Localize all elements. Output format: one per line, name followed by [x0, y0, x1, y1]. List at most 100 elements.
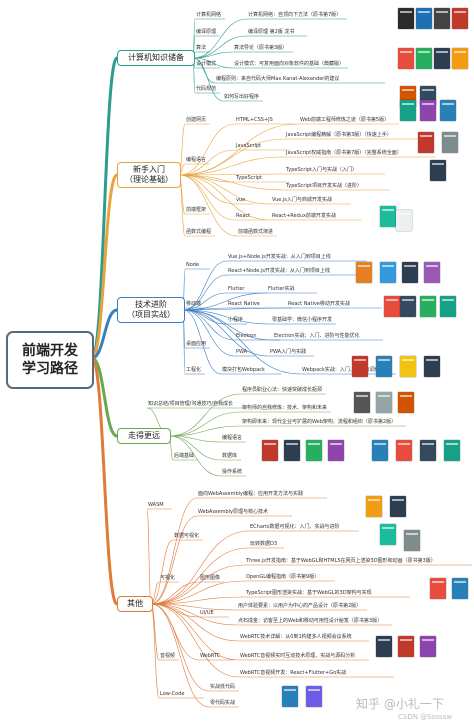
mindmap-node-label: 面向WebAssembly编程：应用开发方法与实践	[198, 491, 304, 497]
link	[178, 174, 236, 205]
book-cover-image	[442, 132, 458, 153]
book-cover-image	[380, 262, 396, 283]
mindmap-node-label: 小程序	[228, 317, 244, 323]
link	[150, 515, 198, 605]
book-cover-image	[354, 392, 370, 413]
book-cover-image	[390, 496, 406, 517]
book-cover-image	[380, 524, 396, 545]
mindmap-node-label: 模块打包Webpack	[222, 367, 265, 373]
branch-node: 走得更远	[117, 428, 171, 444]
mindmap-node-label: ECharts数据可视化：入门、实战与进阶	[250, 524, 340, 530]
link	[182, 274, 228, 311]
mindmap-node-label: 如何写出好程序	[224, 94, 260, 100]
book-cover-image	[262, 440, 278, 461]
mindmap-node-label: TypeScript入门与实战（入门）	[286, 167, 357, 173]
link	[178, 156, 286, 176]
mindmap-node-label: 算法导论（原书第3版）	[234, 45, 288, 51]
book-cover-image	[396, 210, 412, 231]
mindmap-node-label: 编程语言	[222, 435, 243, 441]
link	[150, 564, 246, 605]
book-cover-image	[396, 440, 412, 461]
book-cover-image	[420, 440, 436, 461]
link	[182, 292, 228, 311]
link	[150, 497, 198, 605]
link	[150, 603, 240, 642]
branch-node: 计算机知识储备	[117, 50, 195, 66]
mindmap-node-label: Low-Code	[160, 691, 185, 697]
mindmap-node-label: 数据可视化	[174, 533, 200, 539]
book-cover-image	[420, 100, 436, 121]
mindmap-node-label: 创建网页	[186, 117, 207, 123]
link	[150, 580, 246, 605]
link	[178, 174, 286, 191]
watermark-secondary: CSDN @Sssssw	[398, 713, 452, 721]
book-cover-image	[416, 8, 432, 29]
link	[168, 411, 242, 437]
book-cover-image	[398, 48, 414, 69]
mindmap-node-label: vue	[236, 197, 246, 203]
mindmap-node-label: 零基础学：微信小程序开发	[272, 317, 333, 323]
mindmap-node-label: 实战低代码	[210, 684, 236, 690]
mindmap-node-label: 操作系统	[222, 469, 243, 475]
mindmap-node-label: 数据库	[222, 453, 238, 459]
mindmap-node-label: 算法	[196, 45, 207, 51]
link	[150, 603, 238, 611]
book-cover-image	[420, 636, 436, 657]
mindmap-node-label: 后端基础	[174, 453, 195, 459]
mindmap-node-label: WebRTC技术详解：从0到1构建多人视频会议系统	[240, 634, 352, 640]
mindmap-node-label: PWA入门与实践	[270, 349, 307, 355]
link	[150, 603, 240, 661]
mindmap-node-label: React Native	[228, 301, 260, 307]
link	[150, 603, 238, 626]
mindmap-node-label: 图形图像	[200, 575, 221, 581]
link	[178, 173, 286, 176]
book-cover-image	[400, 296, 416, 317]
book-cover-image	[366, 496, 382, 517]
book-cover-image	[352, 356, 368, 377]
watermark: 知乎 @小礼一下	[356, 697, 444, 711]
book-cover-image	[380, 206, 396, 227]
link	[150, 603, 210, 708]
link	[182, 309, 236, 357]
book-cover-image	[306, 686, 322, 707]
link	[90, 356, 119, 606]
link	[182, 309, 272, 325]
book-cover-image	[306, 440, 322, 461]
mindmap-node-label: WebRTC	[200, 653, 221, 659]
book-cover-image	[444, 440, 460, 461]
link	[168, 435, 222, 477]
link	[91, 308, 118, 360]
book-cover-image	[440, 100, 456, 121]
link	[178, 174, 272, 205]
link	[178, 174, 272, 221]
link	[192, 57, 234, 69]
book-cover-image	[400, 100, 416, 121]
book-cover-image	[452, 48, 468, 69]
mindmap-node-label: TypeScript项目开发实战（进阶）	[286, 183, 362, 189]
book-cover-image	[434, 8, 450, 29]
link	[146, 508, 152, 605]
link	[150, 530, 250, 605]
link	[178, 149, 236, 176]
link	[150, 603, 240, 678]
mindmap-node-label: 前端函数式演进	[238, 229, 274, 235]
mindmap-node-label: React Native移动开发实战	[288, 301, 350, 307]
link	[178, 123, 300, 176]
book-cover-image	[452, 8, 468, 29]
mindmap-node-label: 函数式编程	[186, 229, 212, 235]
branch-node: 其他	[117, 596, 153, 612]
link	[178, 174, 238, 237]
book-cover-image	[404, 530, 420, 551]
mindmap-node-label: JavaScript编程精解（原书第3版）（快速上手）	[286, 132, 392, 138]
book-cover-image	[356, 262, 372, 283]
book-cover-image	[376, 636, 392, 657]
mindmap-node-label: 前端框架	[186, 207, 207, 213]
book-cover-image	[430, 160, 446, 181]
book-cover-image	[282, 686, 298, 707]
link	[182, 307, 288, 311]
link	[182, 309, 236, 341]
link	[150, 547, 250, 605]
mindmap-node-label: React+Redux前端开发实战	[272, 213, 336, 219]
